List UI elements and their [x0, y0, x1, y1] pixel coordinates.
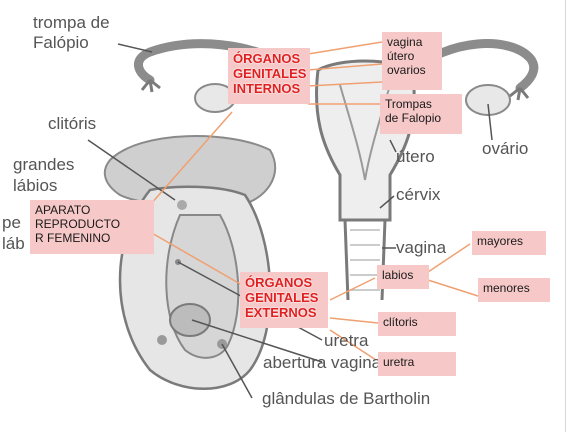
box-mayores-text: mayores [477, 234, 541, 248]
label-utero-pt: útero [396, 148, 435, 165]
arrow-externos-clitoris [330, 318, 378, 323]
leader-trompa [118, 44, 152, 52]
vaginal-rugae [350, 230, 380, 290]
box-trompas-line1: Trompas [385, 97, 457, 111]
label-vagina-pt: vagina [396, 239, 446, 256]
arrow-externos-labios [330, 278, 375, 300]
box-externos-line1: ÓRGANOS [245, 275, 323, 290]
box-aparato-line1: APARATO [35, 203, 149, 217]
arrow-labios-menores [428, 280, 478, 296]
box-menores-text: menores [483, 281, 545, 295]
box-labios-text: labios [382, 268, 424, 282]
label-trompa-line2: Falópio [33, 34, 89, 51]
label-abertura-vaginal: abertura vaginal [263, 354, 385, 371]
box-internos-line3: INTERNOS [233, 81, 305, 96]
box-aparato-reproductor: APARATO REPRODUCTO R FEMENINO [30, 200, 154, 254]
box-labios: labios [377, 265, 429, 289]
box-uretra-text: uretra [383, 355, 451, 369]
label-trompa-line1: trompa de [33, 14, 110, 31]
box-aparato-line2: REPRODUCTO [35, 217, 149, 231]
box-trompas-falopio: Trompas de Falopio [380, 94, 462, 134]
box-internal-list: vagina útero ovarios [382, 32, 442, 90]
clitoris-shape [177, 200, 187, 210]
box-internos-line1: ÓRGANOS [233, 51, 305, 66]
box-mayores: mayores [472, 231, 546, 255]
arrow-internos-vagina [308, 42, 382, 54]
label-uretra-pt: uretra [324, 332, 368, 349]
label-clitoris-pt: clitóris [48, 115, 96, 132]
box-internos-line2: GENITALES [233, 66, 305, 81]
label-grandes: grandes [13, 156, 74, 173]
box-externos-line2: GENITALES [245, 290, 323, 305]
box-trompas-line2: de Falopio [385, 111, 457, 125]
label-ovario: ovário [482, 140, 528, 157]
label-lab-fragment: láb [2, 235, 25, 252]
box-uretra: uretra [378, 352, 456, 376]
fimbriae-right [510, 88, 528, 100]
vaginal-opening [170, 304, 210, 336]
box-menores: menores [478, 278, 550, 302]
label-cervix: cérvix [396, 186, 440, 203]
labia-minora [166, 215, 238, 358]
label-glandulas-bartholin: glândulas de Bartholin [262, 390, 430, 407]
box-organos-internos: ÓRGANOS GENITALES INTERNOS [228, 48, 310, 104]
box-aparato-line3: R FEMENINO [35, 231, 149, 245]
box-externos-line3: EXTERNOS [245, 305, 323, 320]
box-list-ovarios: ovarios [387, 63, 437, 77]
label-pe-fragment: pe [2, 214, 21, 231]
box-list-utero: útero [387, 49, 437, 63]
box-organos-externos: ÓRGANOS GENITALES EXTERNOS [240, 272, 328, 328]
box-clitoris-text: clítoris [383, 315, 451, 329]
box-clitoris: clítoris [378, 312, 456, 336]
bartholin-left [157, 335, 167, 345]
box-list-vagina: vagina [387, 35, 437, 49]
label-labios-pt: lábios [13, 177, 57, 194]
